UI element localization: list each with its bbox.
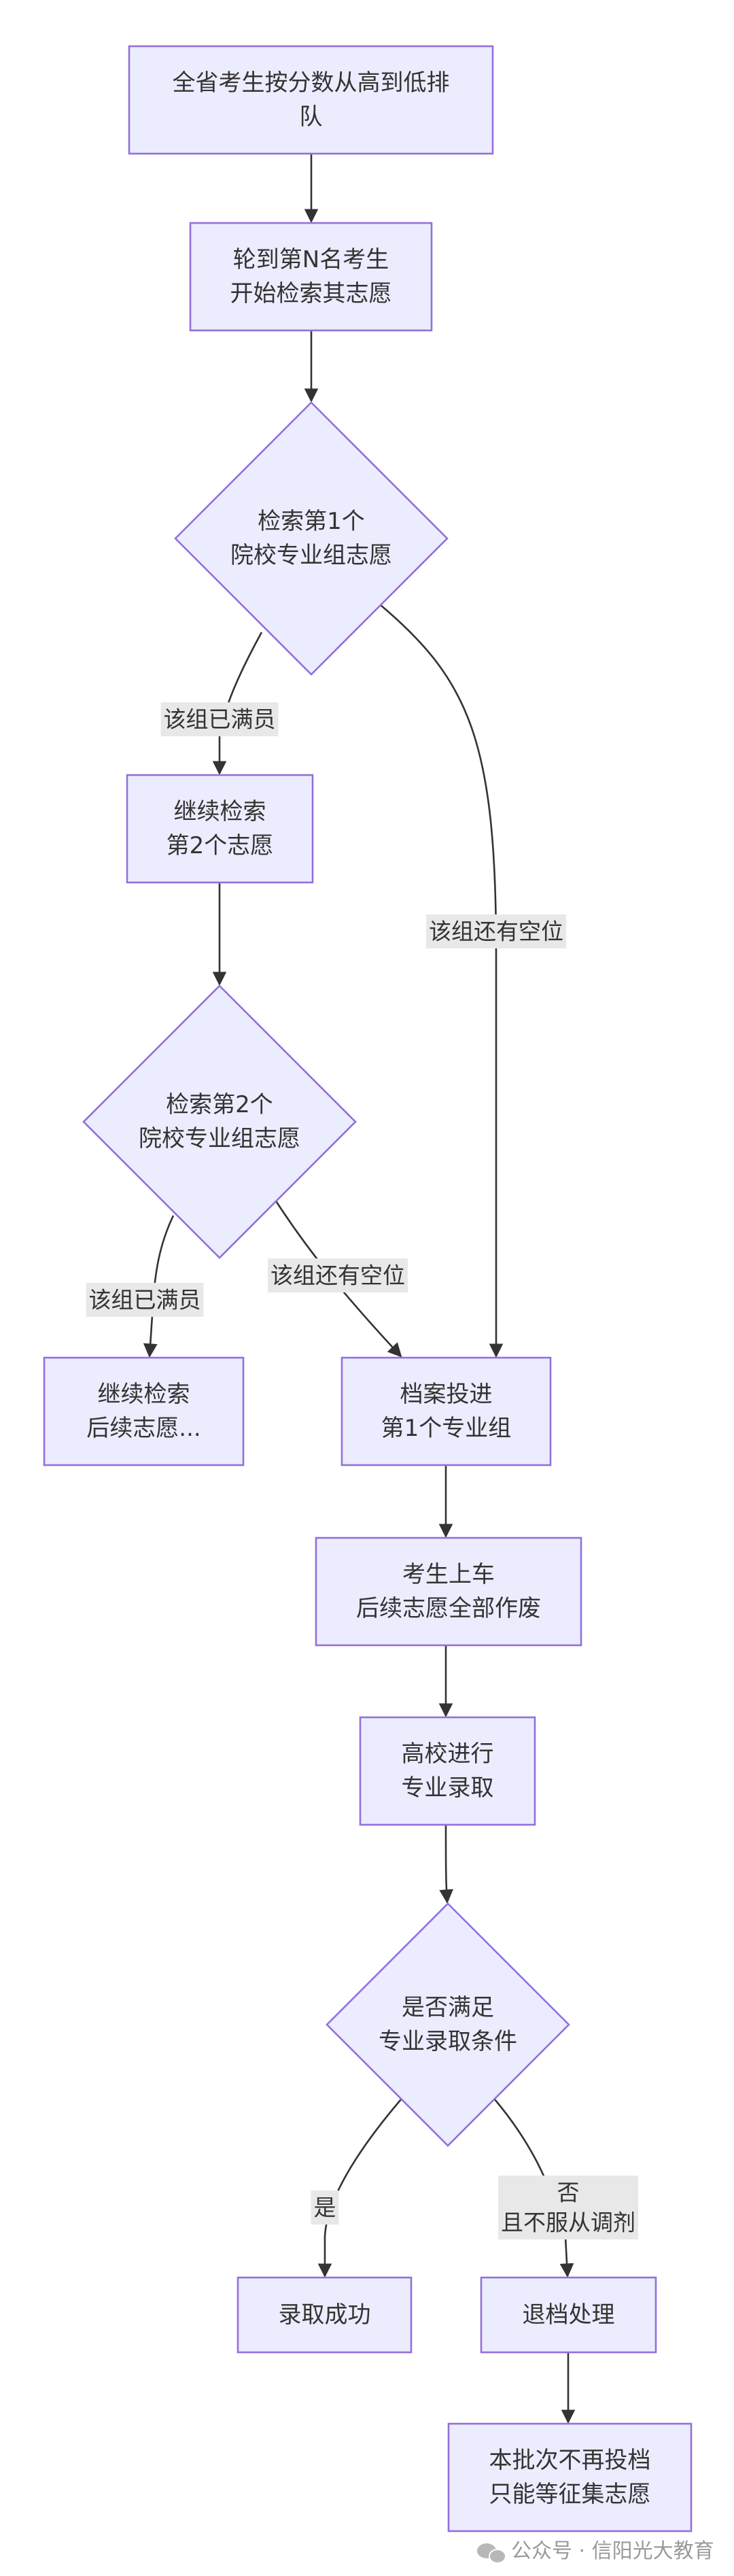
process-box (359, 1716, 536, 1826)
label-line: 院校专业组志愿 (230, 542, 392, 569)
label-line: 高校进行 (402, 1740, 494, 1768)
edges (143, 154, 576, 2424)
label-line: 该组已满员 (89, 1287, 201, 1313)
process-box (447, 2422, 693, 2532)
process-box (480, 2276, 657, 2354)
label-line: 检索第1个 (258, 508, 365, 535)
edge-label-background (86, 1283, 204, 1317)
label-line: 专业录取条件 (379, 2028, 517, 2055)
flow-arrow (317, 2099, 402, 2278)
edge-label-d2_full: 该组已满员 (86, 1283, 204, 1317)
label-line: 该组已满员 (164, 706, 276, 733)
edge-label-background (498, 2176, 638, 2239)
edge-label-background (160, 702, 279, 736)
label-line: 该组还有空位 (270, 1263, 405, 1289)
process-box (340, 1356, 552, 1466)
node-n9: 退档处理 (480, 2276, 657, 2354)
label-line: 院校专业组志愿 (139, 1125, 300, 1152)
label-line: 该组还有空位 (429, 918, 563, 945)
label-line: 是否满足 (402, 1994, 494, 2021)
wechat-icon (477, 2543, 506, 2564)
edge-label-background (311, 2191, 339, 2225)
decision-diamond (326, 1902, 570, 2147)
label-line: 是 (314, 2195, 336, 2221)
label-line: 检索第2个 (166, 1091, 273, 1118)
nodes: 全省考生按分数从高到低排队轮到第N名考生开始检索其志愿检索第1个院校专业组志愿继… (43, 45, 693, 2532)
label-line: 开始检索其志愿 (230, 280, 392, 307)
label-line: 且不服从调剂 (501, 2210, 635, 2236)
label-line: 后续志愿全部作废 (356, 1595, 541, 1622)
label-line: 否 (557, 2180, 580, 2206)
edge-label-d1_full: 该组已满员 (160, 702, 279, 736)
process-box (128, 45, 494, 155)
process-box (43, 1356, 245, 1466)
process-box (237, 2276, 413, 2354)
label-line: 继续检索 (98, 1381, 190, 1408)
flow-arrow (380, 604, 504, 1358)
label-line: 第2个志愿 (167, 832, 274, 859)
label-line: 专业录取 (402, 1774, 494, 1802)
label-line: 考生上车 (402, 1561, 495, 1588)
process-box (189, 222, 433, 332)
edge-label-background (426, 914, 566, 948)
label-line: 退档处理 (523, 2301, 615, 2329)
label-line: 轮到第N名考生 (233, 246, 389, 273)
node-n4: 继续检索后续志愿... (43, 1356, 245, 1466)
decision-diamond (174, 401, 449, 676)
label-line: 档案投进 (400, 1381, 493, 1408)
label-line: 第1个专业组 (381, 1415, 512, 1442)
label-line: 只能等征集志愿 (489, 2481, 651, 2508)
decision-diamond (82, 984, 357, 1259)
watermark-logo: 公众号 · 信阳光大教育 (477, 2539, 714, 2564)
label-line: 录取成功 (279, 2301, 371, 2329)
edge-label-background (268, 1258, 408, 1292)
label-line: 后续志愿... (86, 1415, 200, 1442)
label-line: 全省考生按分数从高到低排 (173, 69, 450, 97)
node-n8: 录取成功 (237, 2276, 413, 2354)
label-line: 本批次不再投档 (489, 2447, 651, 2474)
watermark-text: 公众号 · 信阳光大教育 (511, 2539, 714, 2563)
edge-label-d3_yes: 是 (311, 2191, 339, 2225)
process-box (126, 774, 314, 884)
process-box (315, 1536, 582, 1647)
watermark: 公众号 · 信阳光大教育 (477, 2539, 714, 2564)
edge-label-d1_vacancy: 该组还有空位 (426, 914, 566, 948)
label-line: 队 (300, 103, 323, 131)
label-line: 继续检索 (174, 798, 266, 825)
edge-label-d2_vacancy: 该组还有空位 (268, 1258, 408, 1292)
flow-arrow (439, 1824, 454, 1904)
